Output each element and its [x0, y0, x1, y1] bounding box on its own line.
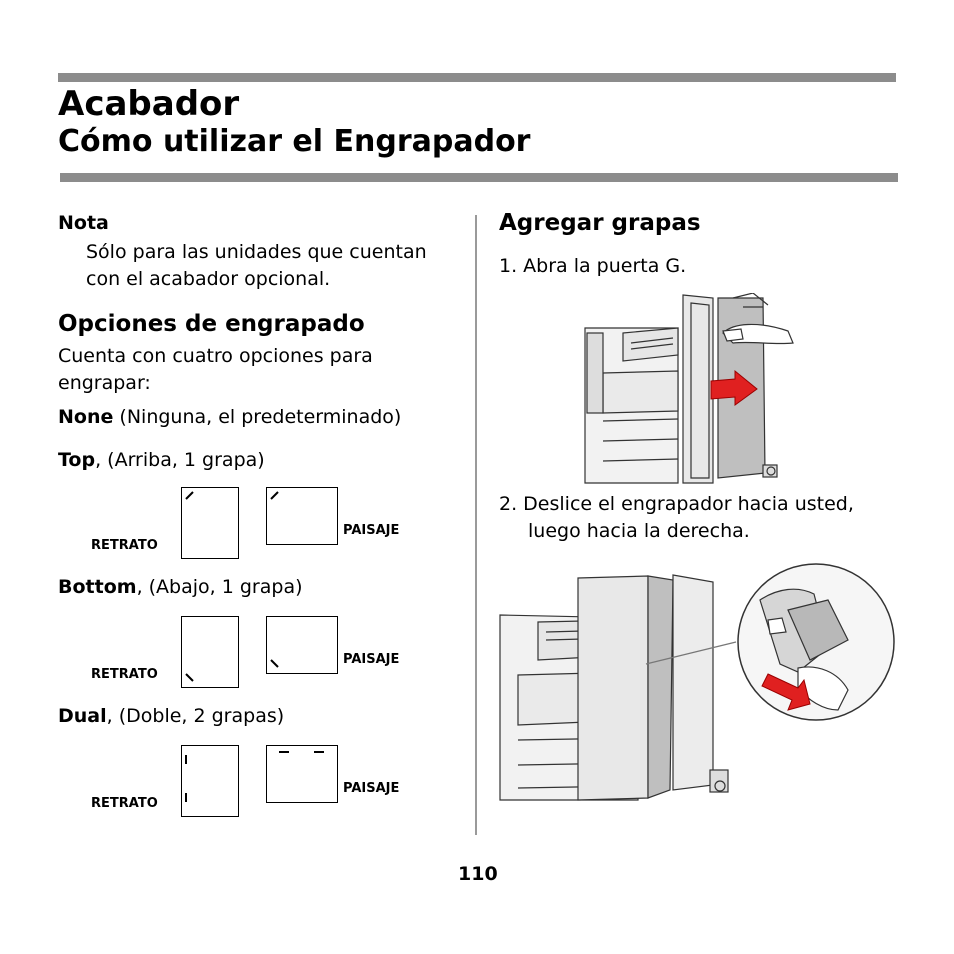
- landscape-sheet-dual: [266, 745, 338, 803]
- landscape-label-dual: PAISAJE: [343, 781, 400, 796]
- page-number: 110: [458, 863, 498, 885]
- step-2-line1: 2. Deslice el engrapador hacia usted,: [499, 493, 854, 515]
- option-dual-desc: , (Doble, 2 grapas): [106, 705, 285, 727]
- staple-mark-top-portrait: [185, 491, 194, 500]
- landscape-sheet-bottom: [266, 616, 338, 674]
- note-text-line2: con el acabador opcional.: [86, 268, 331, 290]
- option-top: Top, (Arriba, 1 grapa): [58, 447, 265, 474]
- landscape-sheet-top: [266, 487, 338, 545]
- option-dual-name: Dual: [58, 705, 107, 727]
- portrait-sheet-top: [181, 487, 239, 559]
- red-arrow-curved: [761, 673, 811, 711]
- staple-mark-bottom-landscape: [270, 659, 279, 668]
- staple-mark-top-landscape: [270, 491, 279, 500]
- portrait-label-top: RETRATO: [91, 538, 158, 553]
- options-heading: Opciones de engrapado: [58, 311, 365, 337]
- portrait-label-dual: RETRATO: [91, 796, 158, 811]
- option-bottom-desc: , (Abajo, 1 grapa): [136, 576, 303, 598]
- staple-marks-dual-landscape: [279, 751, 324, 753]
- option-top-desc: , (Arriba, 1 grapa): [95, 449, 265, 471]
- portrait-label-bottom: RETRATO: [91, 667, 158, 682]
- step-1: 1. Abra la puerta G.: [499, 255, 687, 277]
- printer-stapler-illustration: [499, 563, 895, 801]
- staples-heading: Agregar grapas: [499, 210, 701, 236]
- portrait-sheet-dual: [181, 745, 239, 817]
- red-arrow-right: [710, 369, 758, 406]
- printer-open-door-illustration: [584, 293, 794, 484]
- column-divider: [475, 215, 477, 835]
- option-top-name: Top: [58, 449, 96, 471]
- top-rule: [58, 73, 896, 82]
- note-text-line1: Sólo para las unidades que cuentan: [86, 241, 427, 263]
- note-heading: Nota: [58, 212, 109, 234]
- page-title: Acabador: [58, 84, 240, 124]
- options-intro-line2: engrapar:: [58, 372, 151, 394]
- bottom-rule: [60, 173, 898, 182]
- option-none: None (Ninguna, el predeterminado): [58, 404, 401, 431]
- landscape-label-bottom: PAISAJE: [343, 652, 400, 667]
- staple-marks-dual-portrait: [185, 755, 187, 802]
- option-bottom: Bottom, (Abajo, 1 grapa): [58, 574, 303, 601]
- option-none-desc: (Ninguna, el predeterminado): [113, 406, 402, 428]
- option-dual: Dual, (Doble, 2 grapas): [58, 703, 284, 730]
- option-bottom-name: Bottom: [58, 576, 137, 598]
- landscape-label-top: PAISAJE: [343, 523, 400, 538]
- step-2-line2: luego hacia la derecha.: [528, 520, 750, 542]
- options-intro-line1: Cuenta con cuatro opciones para: [58, 345, 373, 367]
- option-none-name: None: [58, 406, 114, 428]
- page-subtitle: Cómo utilizar el Engrapador: [58, 124, 531, 159]
- staple-mark-bottom-portrait: [185, 673, 194, 682]
- portrait-sheet-bottom: [181, 616, 239, 688]
